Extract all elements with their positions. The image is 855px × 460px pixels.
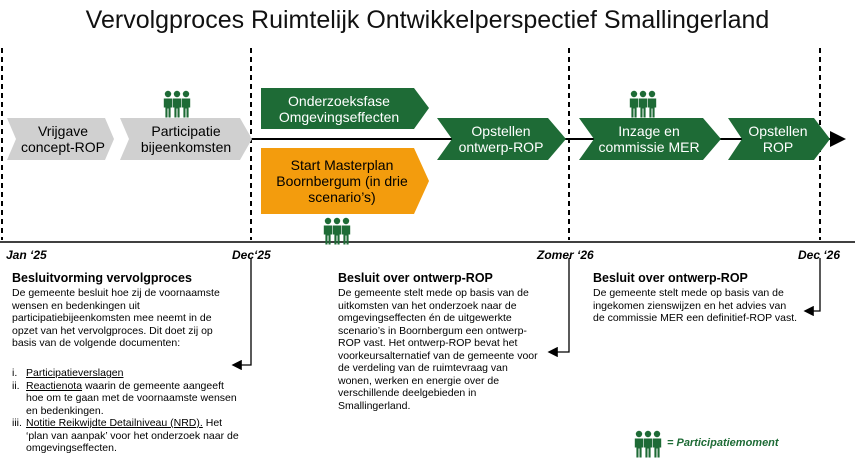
step-shape-ontwerp-rop — [437, 118, 566, 160]
list-number: iii. — [12, 417, 22, 429]
decision-block-vervolgproces: Besluitvorming vervolgproces De gemeente… — [12, 271, 237, 350]
date-zomer26: Zomer ‘26 — [537, 248, 594, 262]
step-shape-opstellen-rop — [728, 118, 830, 160]
decision-heading: Besluit over ontwerp-ROP — [593, 271, 748, 285]
step-label-onderzoeksfase: Onderzoeksfase Omgevingseffecten — [278, 92, 400, 125]
people-group-icon — [323, 217, 351, 245]
decision-block-definitief-rop: Besluit over ontwerp-ROP De gemeente ste… — [593, 271, 798, 325]
people-group-icon — [629, 90, 657, 118]
step-label-vrijgave: Vrijgave concept-ROP — [20, 123, 106, 155]
decision-heading: Besluitvorming vervolgproces — [12, 271, 192, 285]
step-label-participatie: Participatie bijeenkomsten — [140, 123, 232, 155]
step-shape-vrijgave — [7, 118, 114, 160]
date-dec26: Dec ‘26 — [798, 248, 841, 262]
step-label-ontwerp-rop: Opstellen ontwerp-ROP — [458, 123, 544, 155]
step-label-opstellen-rop: Opstellen ROP — [748, 123, 808, 155]
list-item: i. Participatieverslagen — [12, 367, 242, 380]
step-label-inzage: Inzage en commissie MER — [598, 123, 700, 155]
step-shape-participatie — [120, 118, 252, 160]
connector-arrow-zomer26 — [547, 258, 570, 358]
list-item: ii. Reactienota waarin de gemeente aange… — [12, 379, 237, 417]
document-link[interactable]: Reactienota — [26, 379, 83, 392]
decision-text: De gemeente stelt mede op basis van de u… — [338, 287, 538, 412]
people-group-icon — [634, 430, 662, 458]
legend: = Participatiemoment — [663, 437, 779, 449]
list-item: iii. Notitie Reikwijdte Detailniveau (NR… — [12, 417, 239, 454]
list-number: ii. — [12, 379, 20, 392]
date-jan25: Jan ‘25 — [6, 248, 47, 262]
legend-label: = Participatiemoment — [667, 437, 779, 449]
document-link[interactable]: Participatieverslagen — [26, 367, 124, 379]
decision-heading: Besluit over ontwerp-ROP — [338, 271, 493, 285]
list-number: i. — [12, 367, 18, 379]
step-shape-inzage — [579, 118, 721, 160]
connector-arrow-dec26 — [803, 258, 821, 317]
decision-block-ontwerp-rop: Besluit over ontwerp-ROP De gemeente ste… — [338, 271, 538, 412]
connector-arrow-dec25 — [231, 258, 252, 371]
people-group-icon — [163, 90, 191, 118]
document-link[interactable]: Notitie Reikwijdte Detailniveau (NRD). — [26, 417, 203, 429]
step-label-masterplan: Start Masterplan Boornbergum (in drie sc… — [276, 157, 408, 205]
date-dec25: Dec‘25 — [232, 248, 271, 262]
step-shape-onderzoeksfase — [261, 88, 429, 129]
decision-text: De gemeente besluit hoe zij de voornaams… — [12, 287, 220, 349]
decision-text: De gemeente stelt mede op basis van de i… — [593, 287, 798, 324]
step-shape-masterplan — [261, 148, 429, 214]
page-title: Vervolgproces Ruimtelijk Ontwikkelperspe… — [85, 6, 770, 34]
document-list: i. Participatieverslagen ii. Reactienota… — [12, 367, 242, 455]
